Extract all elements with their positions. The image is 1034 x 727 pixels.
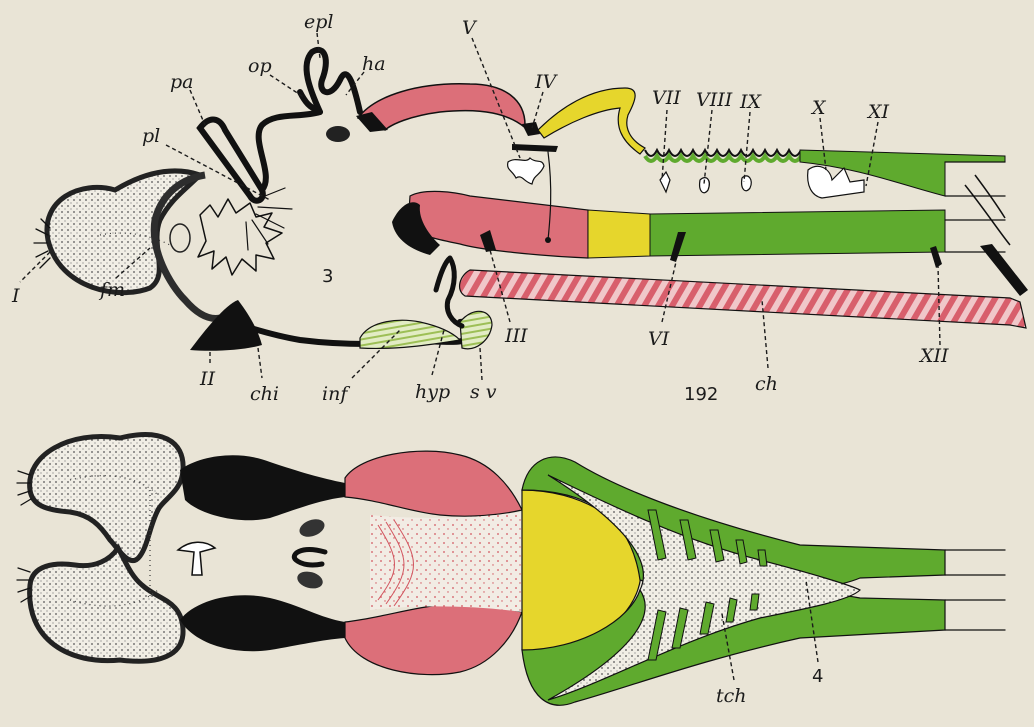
epiphysis-top (178, 542, 215, 575)
dorsal-sac-loop (259, 112, 320, 190)
leader (258, 348, 262, 378)
label-chi: chi (250, 383, 279, 405)
epiphysis (307, 50, 360, 112)
cerebellum-yellow (538, 88, 645, 154)
nerve-V-stalk-end (545, 237, 551, 243)
trochlear-notch (522, 122, 540, 136)
dorsal-view (17, 435, 1005, 706)
spinal-lines (945, 550, 1005, 630)
posterior-commissure (294, 550, 325, 565)
optic-region-lower (180, 595, 345, 651)
label-tch: tch (716, 685, 747, 707)
tectum-pink (358, 84, 530, 132)
olfactory-lobe-lower (30, 548, 183, 661)
leader (480, 348, 482, 380)
ridge (758, 550, 767, 566)
label-VIII: VIII (696, 89, 733, 111)
floor-spine-lines (945, 220, 1005, 252)
label-V: V (462, 17, 478, 39)
habenula-dot-lower (295, 569, 324, 591)
nerve-root-VII (660, 172, 670, 192)
tectum-lower (345, 604, 522, 674)
habenula-dot-upper (297, 516, 327, 540)
paraphysis (200, 120, 263, 201)
nerve-V-ganglion (508, 158, 544, 184)
label-I: I (11, 285, 20, 307)
label-III: III (504, 325, 528, 347)
leader (532, 92, 543, 128)
label-4: 4 (812, 666, 823, 687)
label-X: X (810, 97, 827, 119)
figure-number: 192 (684, 384, 718, 405)
label-epl: epl (304, 11, 333, 33)
spinal-nerve (965, 175, 1025, 292)
nerve-V-root (512, 144, 558, 152)
interventricular-foramen (170, 224, 190, 252)
label-ch: ch (755, 373, 778, 395)
leader (317, 33, 320, 58)
habenular-ganglion (326, 126, 350, 142)
optic-chiasma (190, 300, 262, 351)
label-IV: IV (534, 71, 559, 93)
label-VI: VI (648, 328, 670, 350)
label-ha: ha (362, 53, 386, 75)
label-fm: fm (98, 279, 125, 301)
label-pl: pl (142, 125, 160, 147)
leader (662, 110, 667, 180)
leader (20, 252, 50, 282)
tectum-upper (345, 451, 522, 516)
leader (190, 90, 205, 125)
saccus-vasculosus (460, 311, 492, 348)
ridge (750, 594, 759, 610)
floor-yellow (588, 210, 650, 258)
floor-green (650, 210, 945, 256)
choroid-plexus (198, 199, 282, 275)
label-3: 3 (322, 266, 333, 287)
label-op: op (248, 55, 272, 77)
label-II: II (199, 368, 216, 390)
label-sv: s v (470, 381, 497, 403)
sagittal-view (34, 50, 1028, 351)
leader (744, 112, 750, 182)
hypophysis-stalk (436, 258, 462, 326)
label-XI: XI (866, 101, 890, 123)
label-hyp: hyp (415, 381, 450, 403)
label-pa: pa (170, 71, 194, 93)
label-XII: XII (918, 345, 949, 367)
tectum-center (370, 512, 522, 612)
notochord (460, 270, 1026, 328)
leader (270, 75, 305, 98)
optic-region-upper (180, 455, 345, 520)
nerve-root-IX (742, 176, 752, 191)
leader (704, 110, 712, 184)
label-inf: inf (322, 383, 350, 405)
label-VII: VII (652, 87, 681, 109)
olfactory-lobe-upper (30, 435, 183, 561)
label-IX: IX (739, 91, 763, 113)
